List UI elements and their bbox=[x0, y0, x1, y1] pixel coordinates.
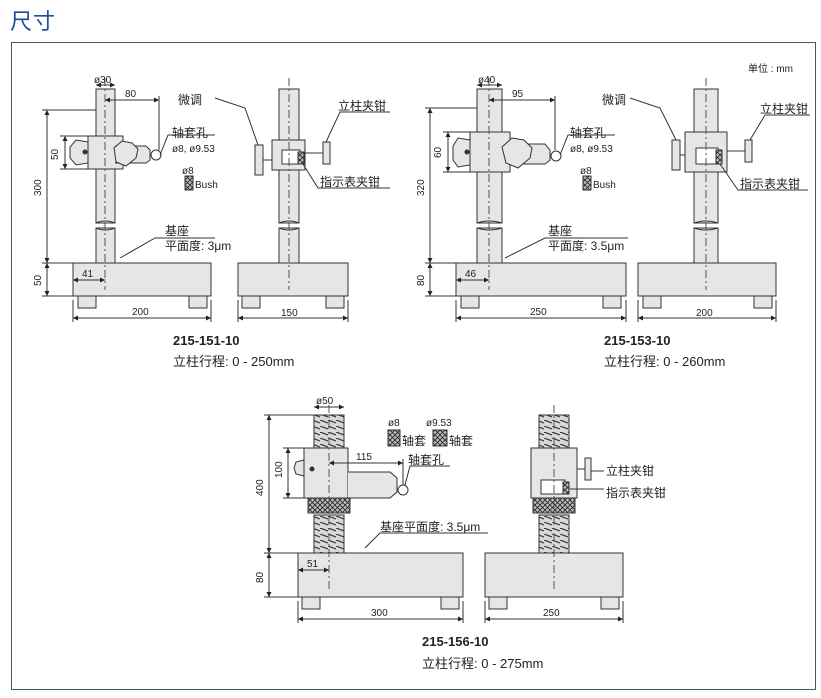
m1-base-width: 200 bbox=[132, 307, 149, 318]
m2-arm-length: 95 bbox=[512, 89, 524, 100]
model-215-153-10-front-view bbox=[425, 78, 628, 322]
m1-base-height: 50 bbox=[33, 274, 44, 286]
m3-offset: 51 bbox=[307, 559, 319, 570]
m3-indicator-clamp-label: 指示表夹钳 bbox=[606, 485, 666, 500]
m2-arm-height: 60 bbox=[433, 146, 444, 158]
m1-flatness: 平面度: 3μm bbox=[165, 238, 231, 253]
m1-column-clamp-label: 立柱夹钳 bbox=[338, 98, 386, 113]
m1-height: 300 bbox=[33, 179, 44, 196]
model-215-156-10-bush-icons bbox=[387, 429, 448, 447]
m3-bush-b-label: 轴套 bbox=[449, 433, 473, 448]
m3-base-flatness: 基座平面度: 3.5μm bbox=[380, 519, 480, 534]
model-215-153-10-bush-icon bbox=[582, 175, 592, 191]
m1-arm-height: 50 bbox=[50, 148, 61, 160]
m2-bush-hole-label: 轴套孔 bbox=[570, 125, 606, 140]
m2-base-width: 250 bbox=[530, 307, 547, 318]
m3-side-width: 250 bbox=[543, 608, 560, 619]
m1-bush-hole-dia: ø8, ø9.53 bbox=[172, 144, 215, 155]
m1-indicator-clamp-label: 指示表夹钳 bbox=[320, 174, 380, 189]
m2-indicator-clamp-label: 指示表夹钳 bbox=[740, 176, 800, 191]
model-215-153-10-side-view bbox=[629, 78, 810, 322]
model-215-156-10-side-view bbox=[484, 405, 624, 623]
m1-bush-hole-label: 轴套孔 bbox=[172, 125, 208, 140]
m2-base-height: 80 bbox=[416, 274, 427, 286]
model-215-151-10-front-view bbox=[42, 78, 215, 322]
m1-arm-length: 80 bbox=[125, 89, 137, 100]
model-215-156-10-front-view bbox=[264, 404, 488, 623]
m2-flatness: 平面度: 3.5μm bbox=[548, 238, 624, 253]
m2-col-dia: ø40 bbox=[478, 75, 496, 86]
m2-travel: 立柱行程: 0 - 260mm bbox=[604, 354, 725, 369]
m2-bush-dia: ø8 bbox=[580, 166, 592, 177]
m2-model-number: 215-153-10 bbox=[604, 333, 671, 348]
m3-bush-a-label: 轴套 bbox=[402, 433, 426, 448]
m2-bush-hole-dia: ø8, ø9.53 bbox=[570, 144, 613, 155]
m1-model-number: 215-151-10 bbox=[173, 333, 240, 348]
m1-side-width: 150 bbox=[281, 308, 298, 319]
m2-offset: 46 bbox=[465, 269, 477, 280]
m3-bush-a-dia: ø8 bbox=[388, 418, 400, 429]
m2-side-width: 200 bbox=[696, 308, 713, 319]
unit-label: 单位 : mm bbox=[748, 62, 793, 75]
m2-height: 320 bbox=[416, 179, 427, 196]
m1-offset: 41 bbox=[82, 269, 94, 280]
drawing-frame bbox=[11, 42, 816, 690]
m3-base-width: 300 bbox=[371, 608, 388, 619]
m1-fine-adjust-label: 微调 bbox=[178, 93, 202, 107]
m3-height: 400 bbox=[255, 479, 266, 496]
page-title: 尺寸 bbox=[10, 10, 57, 35]
m2-fine-adjust-label: 微调 bbox=[602, 93, 626, 107]
m2-column-clamp-label: 立柱夹钳 bbox=[760, 101, 808, 116]
m3-col-dia: ø50 bbox=[316, 396, 334, 407]
m1-bush-label: Bush bbox=[195, 180, 218, 191]
m1-col-dia: ø30 bbox=[94, 75, 112, 86]
m3-arm-height: 100 bbox=[274, 461, 285, 478]
m3-arm-length: 115 bbox=[356, 452, 372, 463]
m3-model-number: 215-156-10 bbox=[422, 634, 489, 649]
m3-travel: 立柱行程: 0 - 275mm bbox=[422, 656, 543, 671]
m1-travel: 立柱行程: 0 - 250mm bbox=[173, 354, 294, 369]
m2-bush-label: Bush bbox=[593, 180, 616, 191]
m2-base-label: 基座 bbox=[548, 223, 572, 238]
model-215-151-10-bush-icon bbox=[184, 175, 194, 191]
m3-bush-hole-label: 轴套孔 bbox=[408, 452, 444, 467]
m3-base-height: 80 bbox=[255, 571, 266, 583]
m3-bush-b-dia: ø9.53 bbox=[426, 418, 452, 429]
m1-base-label: 基座 bbox=[165, 223, 189, 238]
m3-column-clamp-label: 立柱夹钳 bbox=[606, 463, 654, 478]
model-215-151-10-side-view bbox=[214, 78, 390, 322]
m1-bush-dia: ø8 bbox=[182, 166, 194, 177]
